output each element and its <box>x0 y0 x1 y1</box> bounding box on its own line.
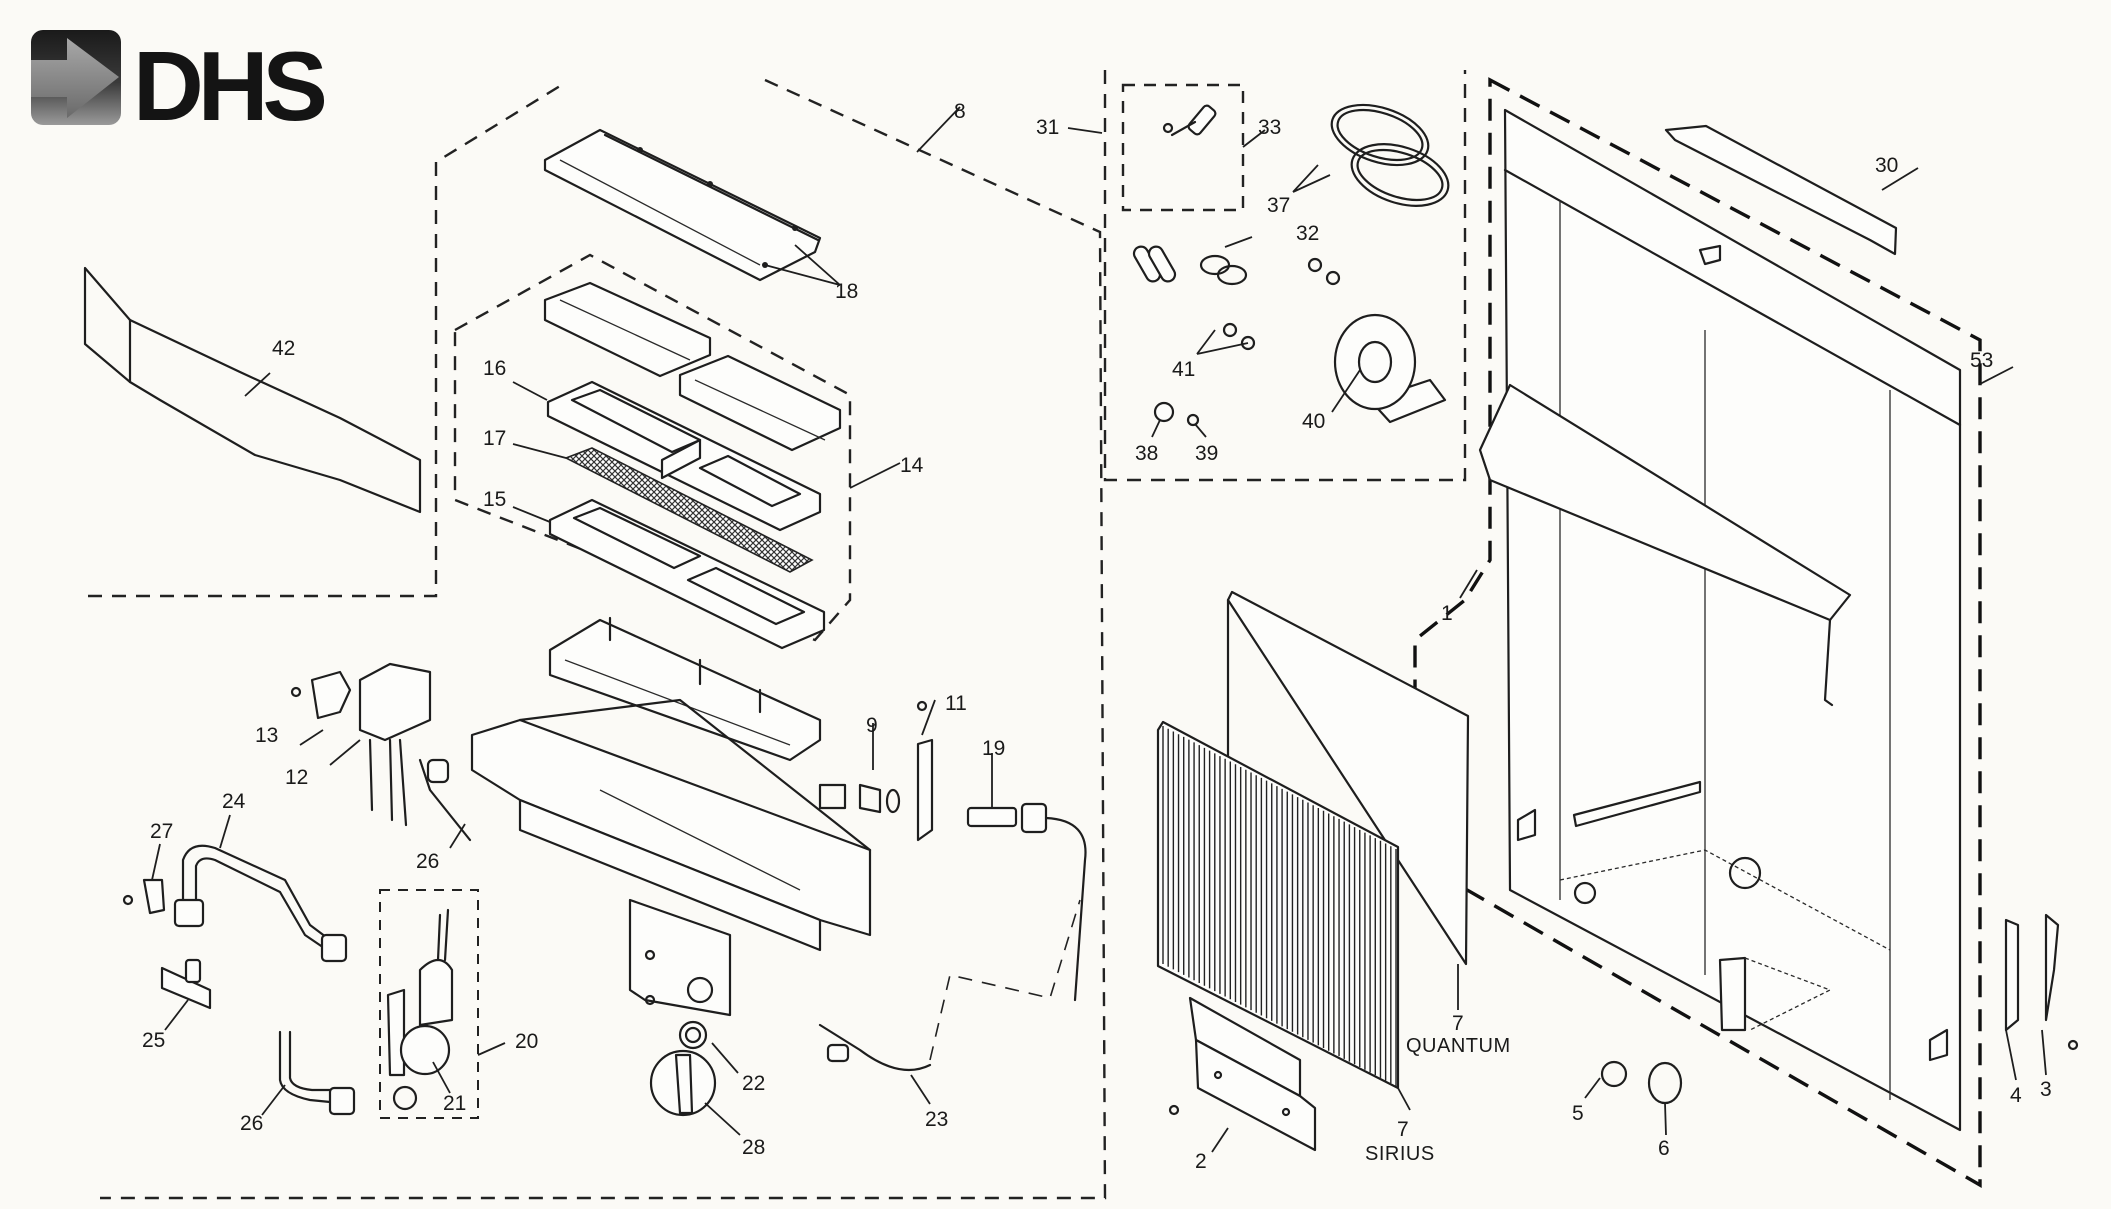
callout-4: 4 <box>2010 1084 2022 1107</box>
part-18-rails <box>543 128 822 282</box>
callout-37: 37 <box>1267 194 1290 217</box>
part-12-pilot-assembly <box>358 662 472 842</box>
assembly-20-boundary <box>379 889 479 1119</box>
callout-53: 53 <box>1970 349 1993 372</box>
callout-17: 17 <box>483 427 506 450</box>
part-32-fixings <box>1132 245 1341 286</box>
part-23-pipe <box>818 899 1081 1072</box>
part-4-bracket <box>2004 918 2020 1032</box>
callout-3: 3 <box>2040 1078 2052 1101</box>
part-53-casing <box>1503 108 1962 1132</box>
part-26-pipe <box>278 1030 356 1116</box>
callout-11: 11 <box>945 692 967 715</box>
logo-text: DHS <box>133 31 325 141</box>
part-19-connector <box>966 802 1087 1002</box>
part-27-clip <box>122 878 166 915</box>
callout-5: 5 <box>1572 1102 1584 1125</box>
callout-7-sirius: 7 <box>1397 1118 1409 1141</box>
dhs-logo: DHS <box>31 30 331 141</box>
callout-21: 21 <box>443 1092 466 1115</box>
part-39-washer <box>1186 413 1200 427</box>
assembly-8-boundary <box>88 78 1107 1200</box>
callout-28: 28 <box>742 1136 765 1159</box>
callout-41: 41 <box>1172 358 1195 381</box>
part-15-gasket <box>548 498 826 650</box>
callout-25: 25 <box>142 1029 165 1052</box>
part-5-ring <box>1600 1060 1628 1088</box>
callout-26-upper: 26 <box>416 850 439 873</box>
assembly-33-boundary <box>1121 83 1245 212</box>
callout-31: 31 <box>1036 116 1059 139</box>
callout-18: 18 <box>835 280 858 303</box>
part-17-mesh <box>564 447 814 573</box>
variant-quantum-label: QUANTUM <box>1406 1035 1511 1057</box>
part-13-bracket <box>290 670 352 720</box>
callout-27: 27 <box>150 820 173 843</box>
leader-lines <box>151 106 2047 1153</box>
part-33-key <box>1162 104 1217 137</box>
callout-22: 22 <box>742 1072 765 1095</box>
callout-26-lower: 26 <box>240 1112 263 1135</box>
callout-7-quantum: 7 <box>1452 1012 1464 1035</box>
callout-38: 38 <box>1135 442 1158 465</box>
part-1-deflector <box>1478 383 1852 707</box>
part-42-strip <box>83 266 422 514</box>
callouts: 42 8 18 16 17 15 14 31 33 37 32 41 40 38… <box>142 100 2052 1173</box>
callout-23: 23 <box>925 1108 948 1131</box>
callout-6: 6 <box>1658 1137 1670 1160</box>
assembly-14-boundary <box>453 253 852 642</box>
part-7-sirius-panel <box>1156 720 1400 1090</box>
callout-8: 8 <box>954 100 966 123</box>
part-2-bracket <box>1168 996 1317 1152</box>
callout-33: 33 <box>1258 116 1281 139</box>
callout-30: 30 <box>1875 154 1898 177</box>
callout-32: 32 <box>1296 222 1319 245</box>
part-6-ring <box>1647 1061 1683 1105</box>
callout-2: 2 <box>1195 1150 1207 1173</box>
assembly-31-boundary <box>1103 70 1467 482</box>
part-28-knob <box>649 1049 717 1117</box>
burner-base <box>548 616 822 762</box>
part-37-wire-rings <box>1330 103 1450 207</box>
callout-9: 9 <box>866 714 878 737</box>
callout-12: 12 <box>285 766 308 789</box>
callout-20: 20 <box>515 1030 538 1053</box>
callout-40: 40 <box>1302 410 1325 433</box>
part-30-bracket <box>1664 124 1898 266</box>
part-38-nut <box>1153 401 1175 423</box>
part-11-bracket <box>916 700 934 842</box>
part-41-screws <box>1222 322 1256 351</box>
callout-39: 39 <box>1195 442 1218 465</box>
part-24-pipe <box>173 844 348 963</box>
callout-15: 15 <box>483 488 506 511</box>
part-40-tape-roll <box>1333 313 1447 424</box>
callout-14: 14 <box>900 454 924 477</box>
callout-24: 24 <box>222 790 246 813</box>
callout-1: 1 <box>1441 602 1453 625</box>
callout-13: 13 <box>255 724 278 747</box>
part-21-valve <box>386 908 454 1111</box>
part-16-gasket <box>546 380 822 532</box>
callout-16: 16 <box>483 357 506 380</box>
callout-19: 19 <box>982 737 1005 760</box>
part-9-clip <box>818 783 901 814</box>
arrow-right-icon <box>31 38 119 118</box>
part-22-nut <box>678 1020 708 1050</box>
part-25-tee <box>160 958 212 1010</box>
callout-42: 42 <box>272 337 295 360</box>
burner-tray <box>470 698 872 1017</box>
burner-tiles <box>543 281 842 452</box>
part-3-bracket <box>2044 913 2079 1051</box>
variant-sirius-label: SIRIUS <box>1365 1143 1435 1165</box>
